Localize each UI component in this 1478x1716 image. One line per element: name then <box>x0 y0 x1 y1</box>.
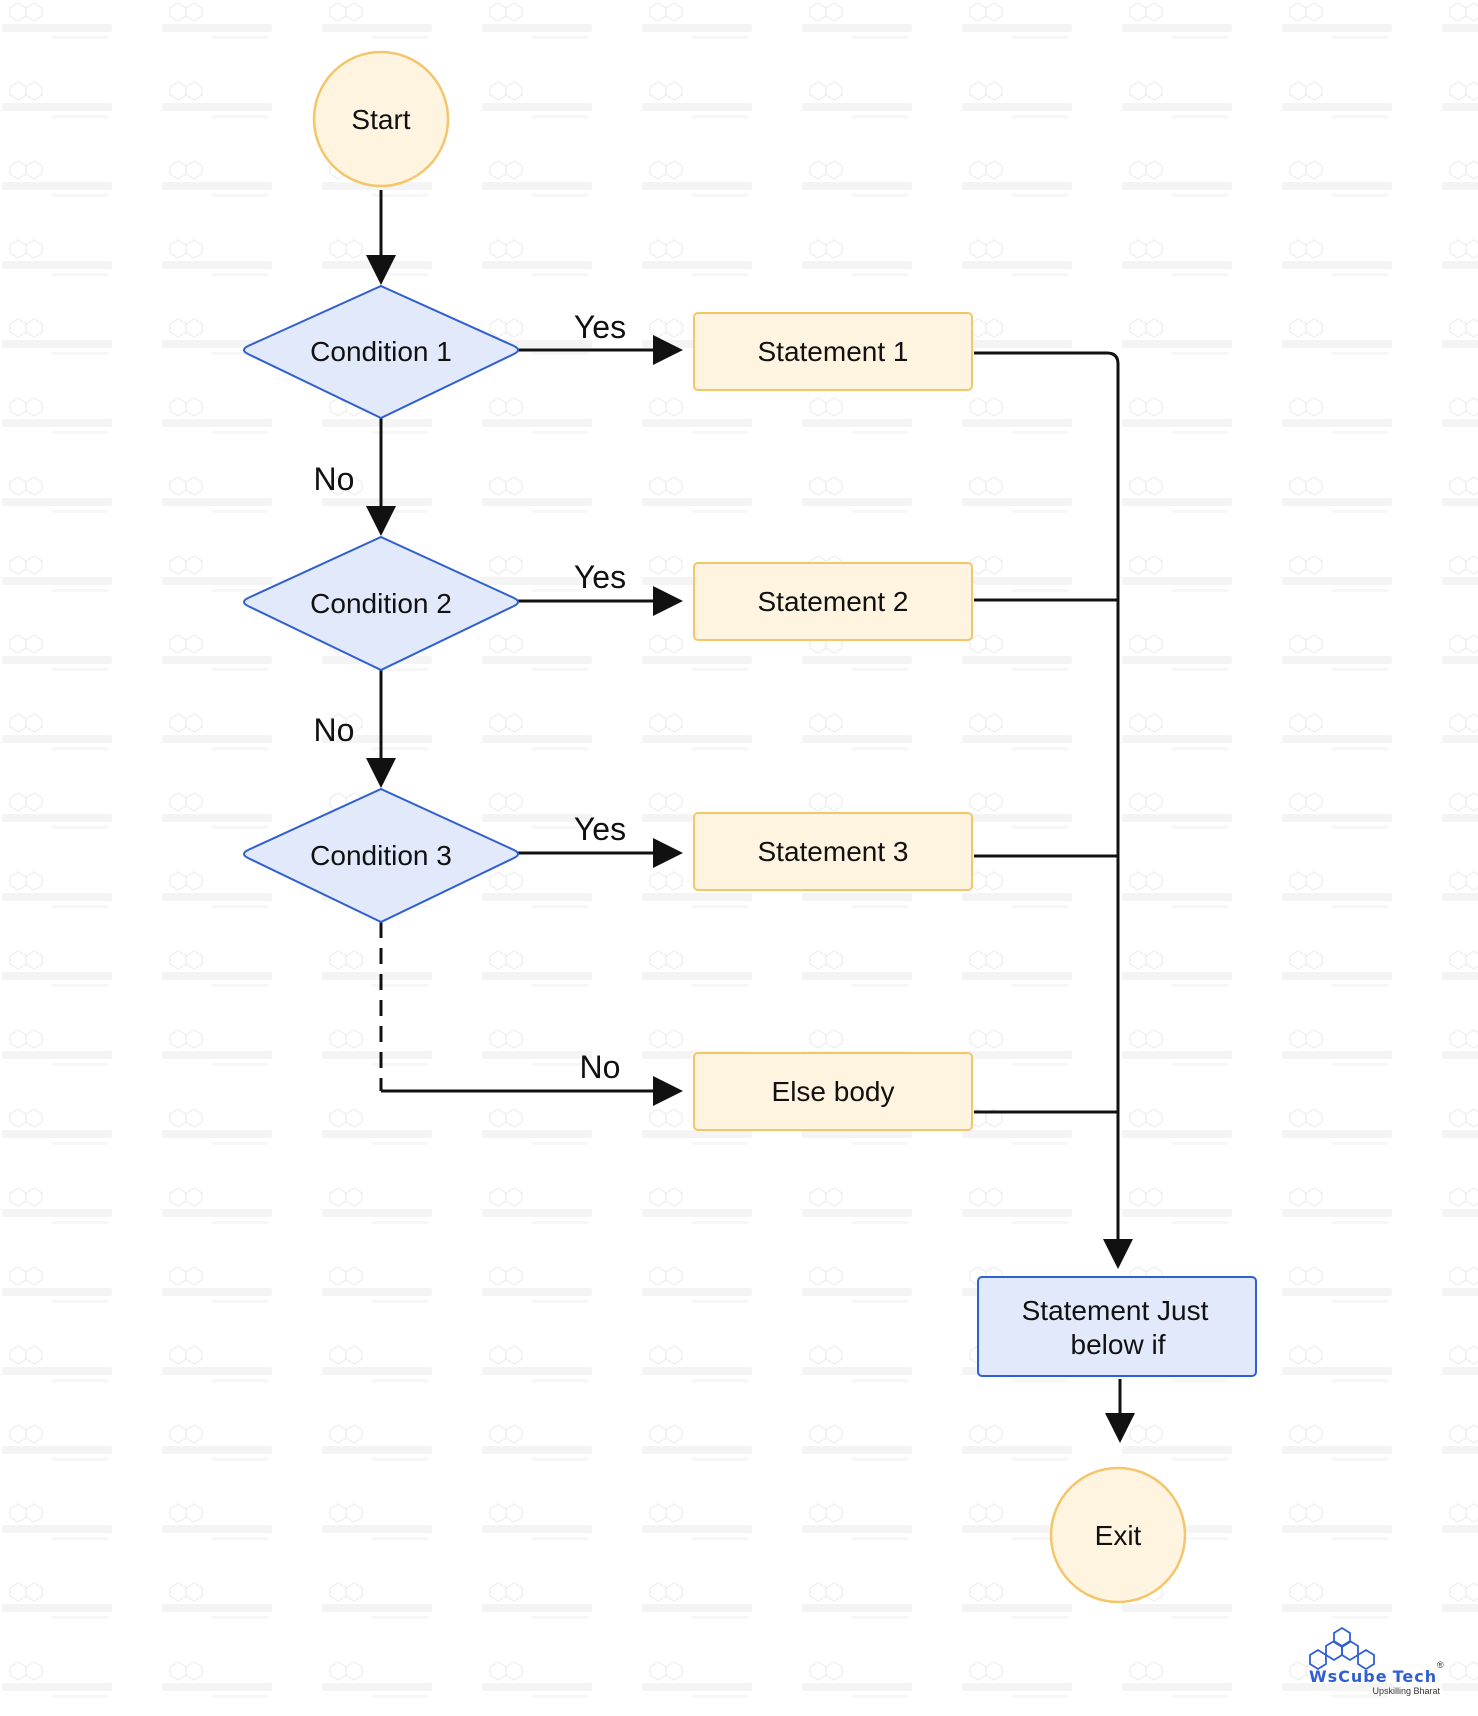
after-if-node: Statement Just below if <box>977 1276 1257 1377</box>
after-if-label-line-1: Statement Just <box>1022 1295 1209 1326</box>
after-if-box <box>977 1276 1257 1377</box>
edge-statement-1-to-merge <box>974 351 1133 1269</box>
statement-1-label: Statement 1 <box>758 336 909 367</box>
edge-label-no-1: No <box>314 461 355 497</box>
edge-label-yes-1: Yes <box>574 309 626 345</box>
condition-1-diamond <box>243 284 519 420</box>
logo-registered: ® <box>1437 1660 1444 1670</box>
start-label: Start <box>351 104 410 135</box>
condition-2-node: Condition 2 <box>243 535 519 672</box>
statement-2-box <box>693 562 973 641</box>
edge-labels: Yes Yes Yes No No No <box>314 309 627 1085</box>
condition-3-diamond <box>243 787 519 924</box>
else-body-label: Else body <box>772 1076 895 1107</box>
logo-brand: WsCube Tech <box>1309 1667 1437 1686</box>
statement-1-box <box>693 312 973 391</box>
else-body-box <box>693 1052 973 1131</box>
hexagon-logo-icon <box>1309 1626 1375 1671</box>
condition-2-diamond <box>243 535 519 672</box>
edge-label-yes-3: Yes <box>574 811 626 847</box>
statement-2-node: Statement 2 <box>693 562 973 641</box>
logo-tagline: Upskilling Bharat <box>1372 1686 1440 1696</box>
start-circle <box>312 50 450 188</box>
statement-3-node: Statement 3 <box>693 812 973 891</box>
logo-brand-part-2: Tech <box>1393 1667 1438 1686</box>
statement-3-box <box>693 812 973 891</box>
logo-brand-part-1: WsCube <box>1309 1667 1388 1686</box>
exit-circle <box>1049 1466 1187 1604</box>
condition-3-label: Condition 3 <box>310 840 452 871</box>
condition-2-label: Condition 2 <box>310 588 452 619</box>
else-body-node: Else body <box>693 1052 973 1131</box>
wscube-logo: WsCube Tech ® Upskilling Bharat <box>1309 1626 1444 1696</box>
exit-node: Exit <box>1049 1466 1187 1604</box>
edge-label-yes-2: Yes <box>574 559 626 595</box>
statement-1-node: Statement 1 <box>693 312 973 391</box>
statement-3-label: Statement 3 <box>758 836 909 867</box>
statement-2-label: Statement 2 <box>758 586 909 617</box>
exit-label: Exit <box>1095 1520 1142 1551</box>
after-if-label-line-2: below if <box>1071 1329 1166 1360</box>
condition-1-label: Condition 1 <box>310 336 452 367</box>
condition-1-node: Condition 1 <box>243 284 519 420</box>
edge-label-no-3: No <box>580 1049 621 1085</box>
edges <box>366 190 1135 1443</box>
condition-3-node: Condition 3 <box>243 787 519 924</box>
start-node: Start <box>312 50 450 188</box>
edge-label-no-2: No <box>314 712 355 748</box>
